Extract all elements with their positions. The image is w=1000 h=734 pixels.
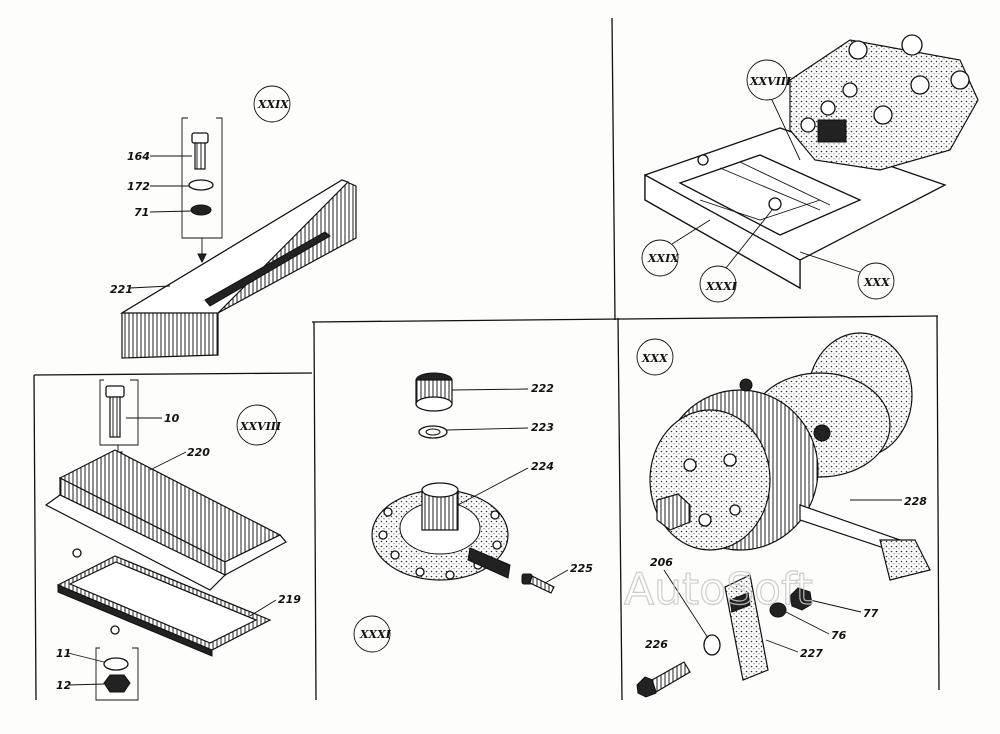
labels-right: 228 206 226 227 77 76 XXX — [636, 338, 927, 660]
label-164: 164 — [127, 150, 150, 163]
label-223: 223 — [531, 421, 554, 434]
label-11: 11 — [56, 647, 71, 660]
nut-77 — [789, 587, 813, 611]
fastener-bracket-left — [99, 379, 139, 446]
group-label-30-right: XXX — [641, 352, 668, 365]
washer-76 — [769, 602, 787, 618]
label-12: 12 — [56, 679, 72, 692]
washer-71 — [190, 204, 212, 216]
label-76: 76 — [831, 629, 847, 642]
fastener-bracket-bottom — [95, 647, 139, 701]
label-77: 77 — [863, 607, 879, 620]
label-225: 225 — [570, 562, 593, 575]
label-221: 221 — [110, 283, 133, 296]
label-172: 172 — [127, 180, 150, 193]
panel-borders — [33, 17, 940, 701]
gasket-227 — [724, 574, 769, 681]
group-label-31-top: XXXI — [705, 280, 738, 293]
flange-224 — [371, 482, 511, 581]
cap-222 — [415, 372, 453, 412]
washer-172 — [188, 179, 214, 191]
washer-11 — [103, 657, 129, 671]
bolt-164 — [191, 132, 209, 170]
group-label-29-top: XXIX — [647, 252, 679, 265]
frame-219 — [56, 548, 272, 657]
bolt-10 — [105, 385, 125, 438]
motor-body — [649, 332, 931, 581]
label-222: 222 — [531, 382, 554, 395]
label-10: 10 — [164, 412, 180, 425]
cover-220 — [44, 449, 287, 591]
label-226: 226 — [645, 638, 668, 651]
nut-12 — [103, 674, 131, 693]
label-220: 220 — [187, 446, 210, 459]
label-224: 224 — [531, 460, 554, 473]
group-label-29: XXIX — [257, 98, 289, 111]
labels-top-left: 164 172 71 221 XXIX — [110, 85, 291, 296]
bolt-225 — [521, 573, 555, 594]
label-206: 206 — [650, 556, 673, 569]
group-label-31-center: XXXI — [359, 628, 392, 641]
label-71: 71 — [134, 206, 149, 219]
group-label-30-top: XXX — [863, 276, 890, 289]
group-label-28-top: XXVIII — [749, 75, 792, 88]
bolt-226 — [636, 661, 691, 698]
labels-top-right: XXVIII XXIX XXXI XXX — [641, 59, 895, 303]
label-227: 227 — [800, 647, 823, 660]
label-228: 228 — [904, 495, 927, 508]
watermark: AutoSoft — [624, 564, 813, 615]
grille-221 — [119, 179, 357, 359]
labels-left: 10 220 219 11 12 XXVIII — [56, 404, 301, 692]
labels-center: 222 223 224 225 XXXI — [353, 382, 593, 653]
washer-206 — [703, 634, 721, 656]
frame-assembly — [644, 34, 979, 290]
label-219: 219 — [278, 593, 301, 606]
group-label-28-left: XXVIII — [239, 420, 282, 433]
